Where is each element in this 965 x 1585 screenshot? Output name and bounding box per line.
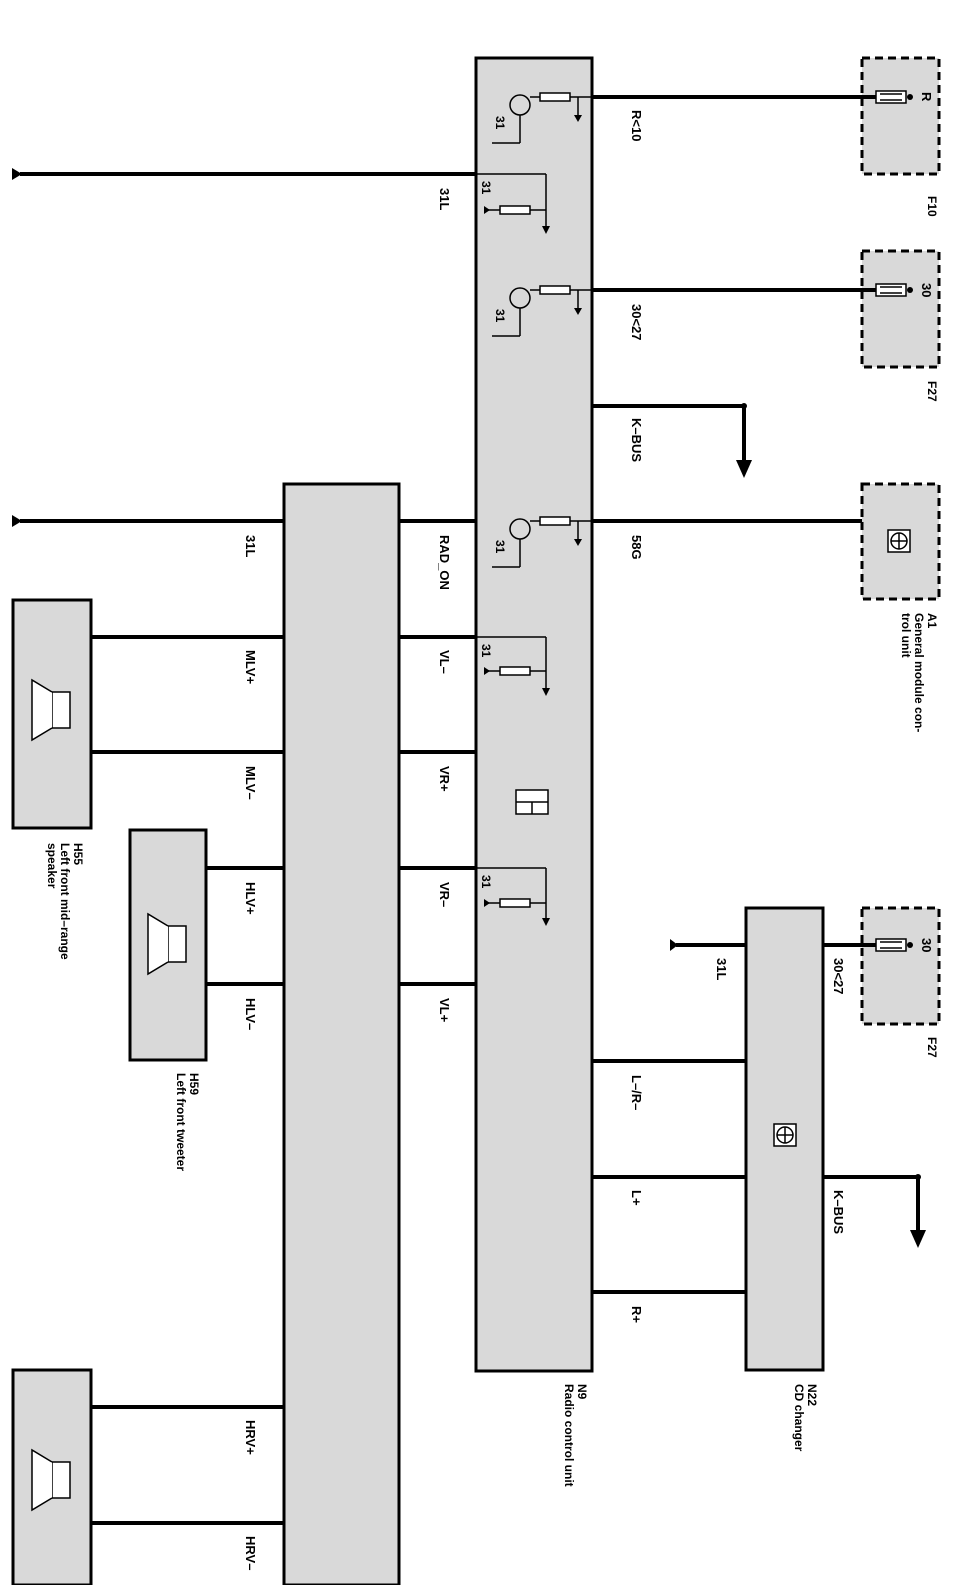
general-module-box — [860, 482, 941, 601]
component-id-h59: H59 — [187, 1073, 201, 1095]
wire-label-rad-on: RAD_ON — [437, 535, 452, 590]
kbus-node-icon — [741, 403, 747, 409]
fuse-f27-bottom-box — [860, 906, 941, 1026]
component-name-a1: trol unit — [899, 613, 913, 658]
fuse-pin-label: 30 — [919, 938, 934, 952]
wire-label-cd-31l: 31L — [714, 958, 729, 980]
wire-label-r10: R<10 — [629, 110, 644, 141]
component-id-f27-bottom: F27 — [925, 1037, 939, 1058]
ground-arrow-icon — [670, 939, 678, 951]
wire-label-lr-minus: L–/R– — [629, 1075, 644, 1110]
kbus-arrow-icon — [736, 460, 752, 478]
component-id-f27-top: F27 — [925, 381, 939, 402]
wire-label-r-plus: R+ — [629, 1306, 644, 1323]
wire-label-hrv-plus: HRV+ — [243, 1420, 258, 1455]
wire-label-vl-plus: VL+ — [437, 998, 452, 1023]
fuse-pin-label: R — [919, 92, 934, 102]
ground-label-31: 31 — [493, 116, 507, 130]
wire-label-hlv-minus: HLV– — [243, 998, 258, 1030]
wire-label-kbus: K–BUS — [629, 418, 644, 462]
transistor-circuit-58g — [492, 516, 592, 568]
kbus-node-icon — [915, 1174, 921, 1180]
component-name-n22: CD changer — [792, 1384, 806, 1452]
fuse-icon — [875, 938, 913, 952]
wire-label-vr-minus: VR– — [437, 882, 452, 907]
component-id-f10: F10 — [925, 196, 939, 217]
ground-arrow-icon — [12, 515, 22, 527]
component-id-h55: H55 — [71, 843, 85, 865]
ground-label-31: 31 — [493, 309, 507, 323]
transistor-circuit-r10 — [492, 92, 592, 144]
component-id-a1: A1 — [925, 613, 939, 629]
wire-label-vr-plus: VR+ — [437, 766, 452, 792]
wire-label-30-27: 30<27 — [629, 304, 644, 341]
speaker-icon — [31, 1448, 71, 1512]
labels: R<10 30<27 K–BUS 58G L–/R– L+ R+ 31L 31L… — [45, 92, 939, 1570]
radio-symbol-icon — [515, 789, 549, 815]
kbus-arrow-icon — [910, 1230, 926, 1248]
component-name-h55: Left front mid–range — [58, 843, 72, 960]
resistor-circuit-vl-minus — [476, 636, 550, 696]
wire-label-31l-amp: 31L — [243, 535, 258, 557]
control-unit-icon — [887, 529, 911, 553]
component-name-n9: Radio control unit — [562, 1384, 576, 1487]
component-name-h59: Left front tweeter — [174, 1073, 188, 1171]
ground-label-31: 31 — [493, 540, 507, 554]
component-name-a1: General module con- — [912, 613, 926, 732]
speaker-icon — [31, 678, 71, 742]
transistor-circuit-30-27 — [492, 285, 592, 337]
radio-control-unit-block — [474, 56, 594, 1373]
wire-label-vl-minus: VL– — [437, 650, 452, 674]
ground-label-31: 31 — [479, 644, 493, 658]
ground-label-31: 31 — [479, 875, 493, 889]
component-name-h55: speaker — [45, 843, 59, 889]
fuse-f27-top-box — [860, 249, 941, 369]
fuse-pin-label: 30 — [919, 283, 934, 297]
wire-label-cd-kbus: K–BUS — [831, 1190, 846, 1234]
wire-label-31l-top: 31L — [437, 188, 452, 210]
speaker-icon — [147, 912, 187, 976]
wire-label-58g: 58G — [629, 535, 644, 560]
wire-label-hrv-minus: HRV– — [243, 1536, 258, 1570]
component-id-n22: N22 — [805, 1384, 819, 1406]
fuse-f10-box — [860, 56, 941, 176]
component-id-n9: N9 — [575, 1384, 589, 1400]
ground-label-31: 31 — [479, 181, 493, 195]
ground-arrow-icon — [12, 168, 22, 180]
resistor-circuit-31l — [476, 173, 550, 234]
amplifier-block — [282, 482, 401, 1585]
wire-label-l-plus: L+ — [629, 1190, 644, 1206]
wire-label-mlv-plus: MLV+ — [243, 650, 258, 684]
resistor-circuit-vr-minus — [476, 867, 550, 926]
fuse-icon — [875, 90, 913, 104]
wires — [12, 95, 926, 1525]
wire-label-cd-30-27: 30<27 — [831, 958, 846, 995]
fuse-icon — [875, 283, 913, 297]
wire-label-hlv-plus: HLV+ — [243, 882, 258, 915]
wire-label-mlv-minus: MLV– — [243, 766, 258, 800]
control-unit-icon — [773, 1123, 797, 1147]
